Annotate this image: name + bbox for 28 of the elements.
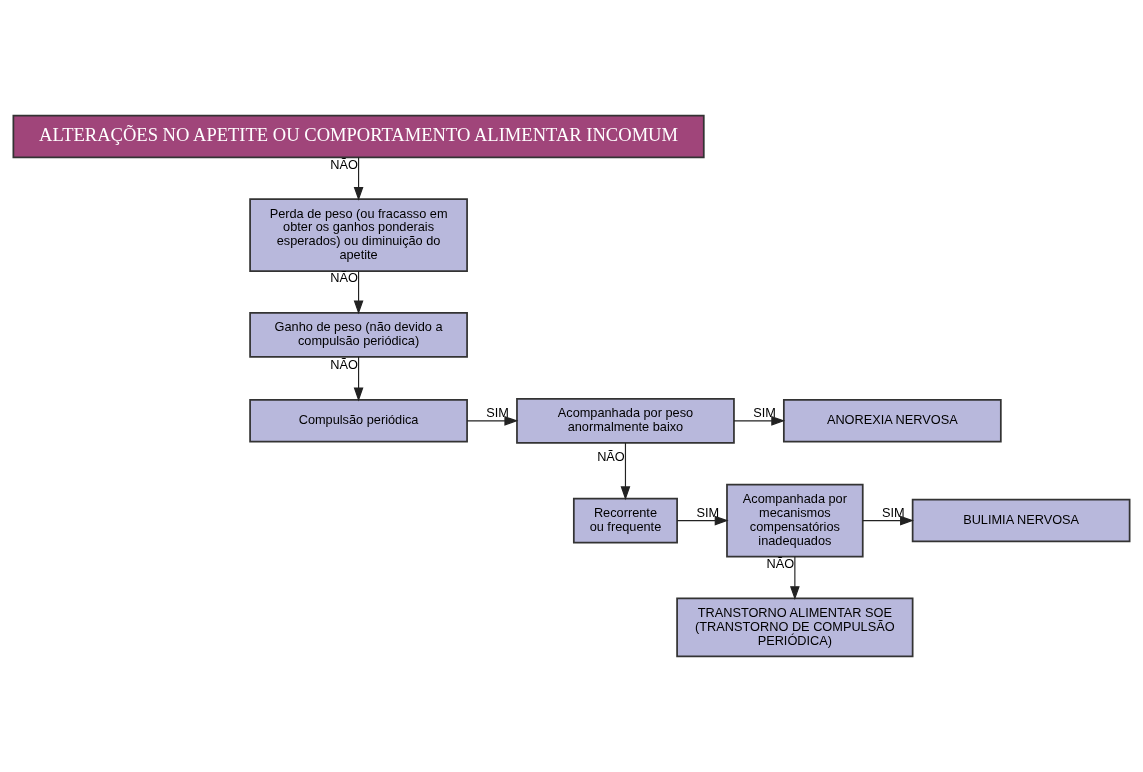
edge-label: NÃO — [330, 156, 358, 172]
node-box: TRANSTORNO ALIMENTAR SOE (TRANSTORNO DE COMPULSÃO PERIÓDICA) — [676, 597, 914, 658]
edge-label: SIM — [881, 504, 905, 520]
arrow — [676, 515, 729, 526]
edge-label: NÃO — [330, 356, 358, 372]
edge-label: NÃO — [766, 556, 795, 572]
node-box: ALTERAÇÕES NO APETITE OU COMPORTAMENTO ALIMENTAR INCOMUM — [12, 114, 705, 159]
node-box: Perda de peso (ou fracasso em obter os ganhos ponderais esperados) ou diminuição do apetite — [249, 198, 468, 272]
node-box: Acompanhada por mecanismos compensatórios inadequados — [726, 483, 864, 558]
edge-label: SIM — [696, 504, 720, 520]
node-box: Compulsão periódica — [249, 399, 468, 443]
arrow — [353, 156, 364, 201]
node-box: Acompanhada por peso anormalmente baixo — [516, 397, 735, 444]
edge-label: NÃO — [330, 270, 358, 286]
arrow — [353, 270, 364, 315]
edge-label: NÃO — [597, 449, 625, 465]
arrow — [862, 515, 914, 526]
edge-label: SIM — [753, 405, 776, 421]
arrow — [466, 415, 519, 426]
node-box: Ganho de peso (não devido a compulsão periódica) — [249, 312, 468, 358]
arrow — [733, 415, 786, 426]
arrow — [620, 442, 631, 501]
node-box: Recorrente ou frequente — [572, 497, 678, 544]
arrow — [790, 556, 800, 601]
edge-label: SIM — [486, 405, 509, 421]
arrow — [353, 356, 364, 402]
node-box: ANOREXIA NERVOSA — [782, 399, 1002, 443]
node-box: BULIMIA NERVOSA — [911, 498, 1131, 543]
